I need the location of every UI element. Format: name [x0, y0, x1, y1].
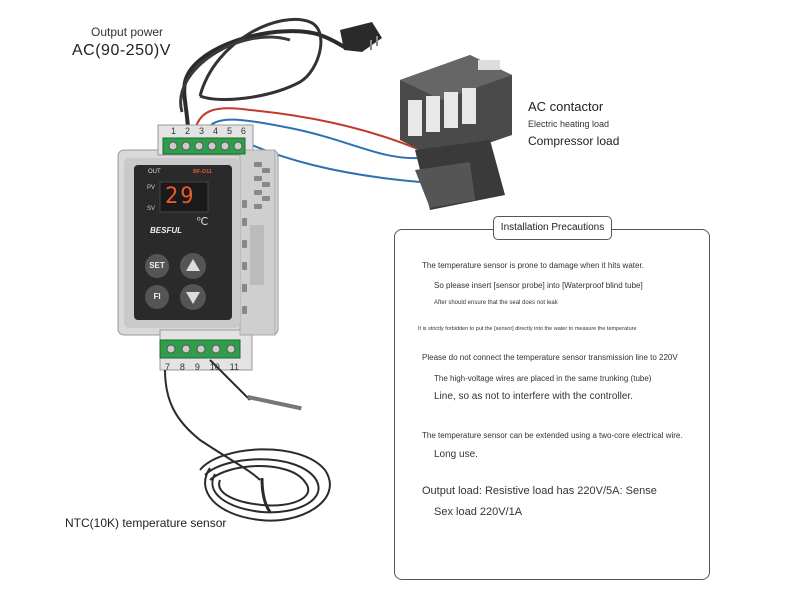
- controller-buttons: [145, 253, 206, 310]
- blue-wire: [206, 118, 421, 160]
- terminal-number: 6: [240, 126, 246, 136]
- brand-label: BESFUL: [150, 226, 182, 235]
- precaution-line: The temperature sensor can be extended u…: [422, 431, 683, 440]
- precaution-line: The temperature sensor is prone to damag…: [422, 261, 644, 270]
- terminal-number: 3: [198, 126, 204, 136]
- terminal-number: 5: [226, 126, 232, 136]
- sensor-probe: [247, 394, 302, 411]
- output-power-label: Output power: [91, 25, 164, 39]
- precaution-line: The high-voltage wires are placed in the…: [434, 374, 652, 383]
- precaution-line: Long use.: [434, 449, 478, 460]
- fi-button[interactable]: FI: [153, 292, 161, 301]
- power-cable: [179, 17, 351, 129]
- power-plug: [340, 22, 382, 52]
- ac-contactor-label: AC contactor: [528, 99, 604, 114]
- precaution-line: Line, so as not to interfere with the co…: [434, 391, 633, 402]
- precaution-line: Output load: Resistive load has 220V/5A:…: [422, 485, 657, 497]
- top-terminal-numbers: 1 2 3 4 5 6: [171, 126, 246, 136]
- vent-slots: [242, 162, 270, 314]
- sv-label: SV: [147, 206, 156, 212]
- bottom-terminal-block: [159, 339, 241, 359]
- precautions-title: Installation Precautions: [493, 216, 612, 240]
- red-wire: [194, 107, 421, 151]
- terminal-number: 11: [229, 362, 239, 372]
- terminal-number: 4: [212, 126, 218, 136]
- top-terminal-block: [162, 137, 246, 155]
- ntc-sensor-label: NTC(10K) temperature sensor: [65, 516, 227, 530]
- compressor-load-label: Compressor load: [528, 134, 620, 148]
- precaution-line: Sex load 220V/1A: [434, 506, 523, 518]
- down-arrow-button[interactable]: [180, 284, 206, 310]
- ac-range-label: AC(90-250)V: [72, 42, 171, 59]
- up-arrow-button[interactable]: [180, 253, 206, 279]
- terminal-number: 1: [171, 126, 177, 136]
- terminal-number: 7: [165, 362, 171, 372]
- terminal-number: 2: [184, 126, 190, 136]
- terminal-number: 8: [179, 362, 185, 372]
- controller-body: [117, 124, 279, 371]
- precaution-line: After should ensure that the seal does n…: [434, 300, 558, 306]
- electric-heating-load-label: Electric heating load: [528, 119, 610, 129]
- precaution-line: Please do not connect the temperature se…: [422, 353, 678, 362]
- precaution-line: It is strictly forbidden to put the [sen…: [418, 326, 637, 332]
- model-label: BF-D11: [193, 169, 212, 175]
- out-label: OUT: [148, 169, 161, 175]
- pv-label: PV: [147, 185, 156, 191]
- unit-label: ℃: [196, 216, 209, 228]
- sensor-cable: [164, 359, 331, 522]
- set-button[interactable]: SET: [149, 261, 165, 270]
- precaution-line: So please insert [sensor probe] into [Wa…: [434, 281, 643, 290]
- precautions-panel: [394, 229, 710, 580]
- temperature-display: 29: [165, 184, 196, 209]
- bottom-terminal-numbers: 7 8 9 10 11: [165, 362, 239, 372]
- terminal-number: 9: [194, 362, 200, 372]
- ac-contactor: [400, 55, 512, 210]
- terminal-number: 10: [209, 362, 220, 372]
